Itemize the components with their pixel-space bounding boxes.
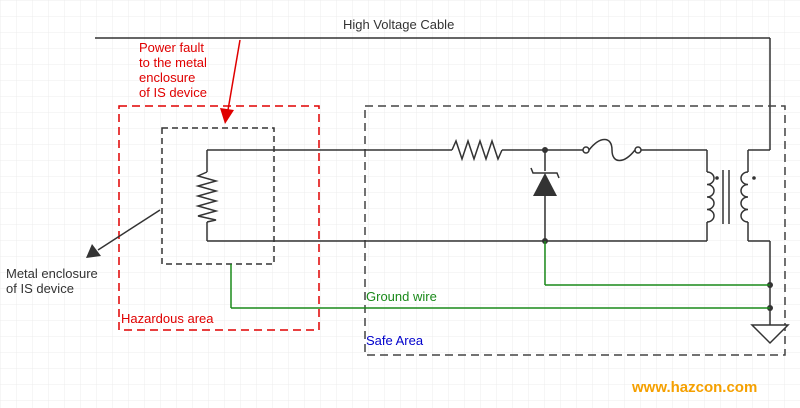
metal-enclosure xyxy=(161,127,275,265)
zener-diode-icon xyxy=(530,167,560,196)
safe-area-label: Safe Area xyxy=(366,333,424,348)
website-url[interactable]: www.hazcon.com xyxy=(632,379,758,396)
resistor-icon xyxy=(451,138,503,162)
hazardous-area-label: Hazardous area xyxy=(121,311,214,326)
safe-area-boundary xyxy=(364,105,786,356)
high-voltage-cable xyxy=(95,37,771,151)
metal-enclosure-label: Metal enclosure of IS device xyxy=(6,266,98,296)
fuse-icon xyxy=(582,138,642,162)
transformer-icon xyxy=(706,170,756,224)
hazardous-area-boundary xyxy=(118,105,320,331)
ground-symbol-icon xyxy=(750,324,790,345)
junction-dot xyxy=(542,147,548,153)
high-voltage-cable-label: High Voltage Cable xyxy=(343,17,455,32)
power-fault-label: Power fault to the metal enclosure of IS… xyxy=(139,40,207,100)
resistor-icon xyxy=(195,171,219,223)
ground-wire xyxy=(230,241,770,309)
ground-wire-label: Ground wire xyxy=(366,289,437,304)
arrow-icon xyxy=(220,39,241,124)
arrow-icon xyxy=(86,209,161,258)
